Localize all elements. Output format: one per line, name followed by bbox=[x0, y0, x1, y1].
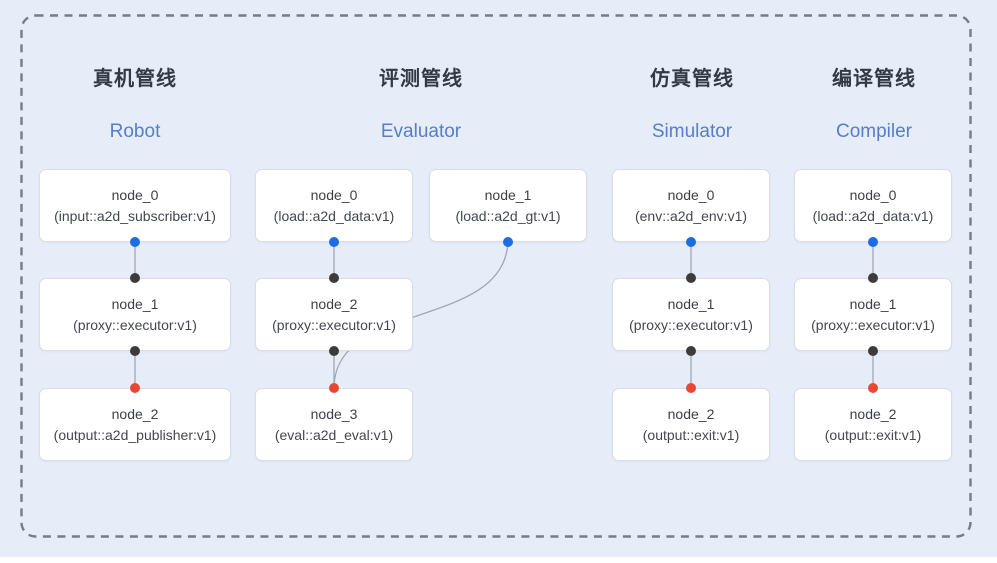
node-name: node_2 bbox=[310, 295, 358, 312]
evaluator-node-0: node_0 (load::a2d_data:v1) bbox=[255, 169, 413, 242]
robot-node-1: node_1 (proxy::executor:v1) bbox=[39, 278, 231, 351]
dashed-border bbox=[20, 14, 972, 538]
output-port-dot bbox=[868, 346, 878, 356]
output-port-dot bbox=[686, 346, 696, 356]
compiler-node-1: node_1 (proxy::executor:v1) bbox=[794, 278, 952, 351]
node-type: (proxy::executor:v1) bbox=[811, 316, 935, 333]
target-input-port-dot bbox=[686, 383, 696, 393]
input-port-dot bbox=[329, 273, 339, 283]
node-type: (load::a2d_data:v1) bbox=[812, 207, 934, 224]
evaluator-node-2: node_2 (proxy::executor:v1) bbox=[255, 278, 413, 351]
output-port-dot bbox=[329, 346, 339, 356]
robot-node-0: node_0 (input::a2d_subscriber:v1) bbox=[39, 169, 231, 242]
compiler-node-0: node_0 (load::a2d_data:v1) bbox=[794, 169, 952, 242]
node-type: (proxy::executor:v1) bbox=[629, 316, 753, 333]
node-type: (input::a2d_subscriber:v1) bbox=[54, 207, 216, 224]
node-name: node_2 bbox=[849, 405, 897, 422]
output-port-dot bbox=[686, 237, 696, 247]
node-type: (load::a2d_gt:v1) bbox=[455, 207, 561, 224]
evaluator-title-zh: 评测管线 bbox=[379, 68, 463, 90]
node-type: (eval::a2d_eval:v1) bbox=[274, 426, 394, 443]
node-name: node_2 bbox=[111, 405, 159, 422]
edge-evaluator-n1-n3 bbox=[333, 241, 509, 389]
node-name: node_1 bbox=[667, 295, 715, 312]
target-input-port-dot bbox=[329, 383, 339, 393]
input-port-dot bbox=[686, 273, 696, 283]
node-name: node_0 bbox=[111, 186, 159, 203]
robot-node-2: node_2 (output::a2d_publisher:v1) bbox=[39, 388, 231, 461]
node-name: node_1 bbox=[849, 295, 897, 312]
bottom-page-edge bbox=[0, 557, 997, 563]
output-port-dot bbox=[868, 237, 878, 247]
simulator-node-1: node_1 (proxy::executor:v1) bbox=[612, 278, 770, 351]
node-name: node_1 bbox=[484, 186, 532, 203]
node-name: node_0 bbox=[310, 186, 358, 203]
simulator-title-zh: 仿真管线 bbox=[650, 68, 734, 90]
output-port-dot bbox=[329, 237, 339, 247]
node-type: (proxy::executor:v1) bbox=[272, 316, 396, 333]
compiler-node-2: node_2 (output::exit:v1) bbox=[794, 388, 952, 461]
robot-title-en: Robot bbox=[109, 121, 161, 142]
node-type: (output::a2d_publisher:v1) bbox=[53, 426, 217, 443]
node-type: (output::exit:v1) bbox=[642, 426, 740, 443]
target-input-port-dot bbox=[868, 383, 878, 393]
simulator-title-en: Simulator bbox=[651, 121, 733, 142]
node-type: (output::exit:v1) bbox=[824, 426, 922, 443]
node-name: node_3 bbox=[310, 405, 358, 422]
target-input-port-dot bbox=[130, 383, 140, 393]
robot-title-zh: 真机管线 bbox=[93, 68, 177, 90]
node-type: (env::a2d_env:v1) bbox=[634, 207, 748, 224]
output-port-dot bbox=[503, 237, 513, 247]
evaluator-title-en: Evaluator bbox=[380, 121, 462, 142]
output-port-dot bbox=[130, 346, 140, 356]
node-name: node_0 bbox=[667, 186, 715, 203]
simulator-node-0: node_0 (env::a2d_env:v1) bbox=[612, 169, 770, 242]
node-name: node_2 bbox=[667, 405, 715, 422]
node-name: node_1 bbox=[111, 295, 159, 312]
simulator-node-2: node_2 (output::exit:v1) bbox=[612, 388, 770, 461]
node-type: (load::a2d_data:v1) bbox=[273, 207, 395, 224]
output-port-dot bbox=[130, 237, 140, 247]
node-name: node_0 bbox=[849, 186, 897, 203]
input-port-dot bbox=[130, 273, 140, 283]
compiler-title-en: Compiler bbox=[835, 121, 913, 142]
evaluator-node-3: node_3 (eval::a2d_eval:v1) bbox=[255, 388, 413, 461]
compiler-title-zh: 编译管线 bbox=[832, 68, 916, 90]
input-port-dot bbox=[868, 273, 878, 283]
evaluator-node-1: node_1 (load::a2d_gt:v1) bbox=[429, 169, 587, 242]
node-type: (proxy::executor:v1) bbox=[73, 316, 197, 333]
